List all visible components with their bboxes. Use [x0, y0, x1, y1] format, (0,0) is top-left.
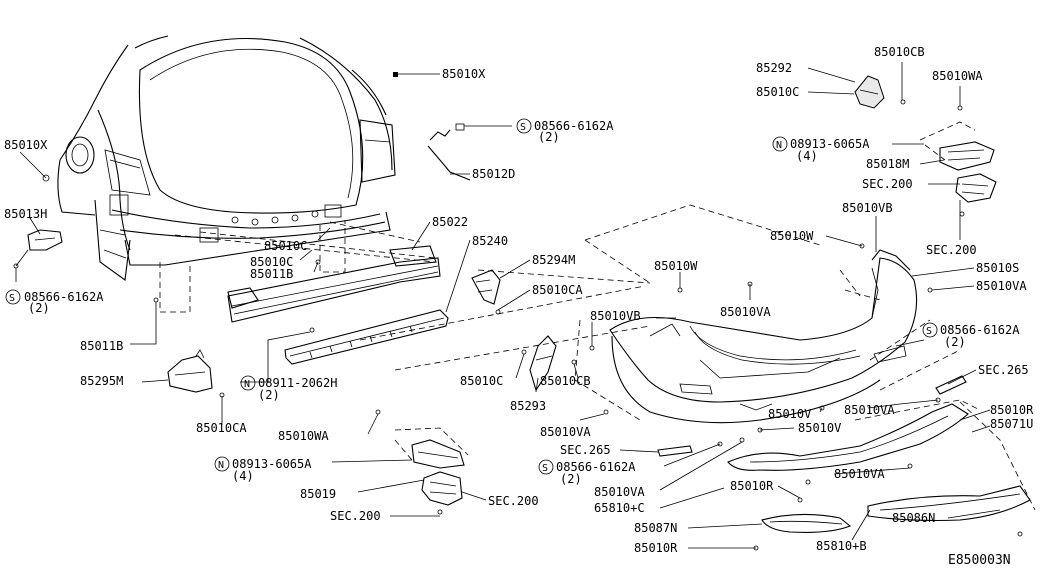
label-85293: 85293 — [510, 399, 546, 413]
symbol-n: N — [244, 379, 250, 390]
reinforcement-85022 — [227, 245, 441, 323]
label-qty: (2) — [538, 130, 560, 144]
label-85010va: 85010VA — [844, 403, 895, 417]
label-85010va: 85010VA — [594, 485, 645, 499]
label-85010wa: 85010WA — [932, 69, 983, 83]
label-08913-6065a: 08913-6065A — [232, 457, 312, 471]
label-85018m: 85018M — [866, 157, 909, 171]
label-85010v: 85010V — [768, 407, 811, 421]
reflector-left — [657, 445, 693, 457]
label-85292: 85292 — [756, 61, 792, 75]
label-65810-c: 65810+C — [594, 501, 645, 515]
label-85010v: 85010V — [798, 421, 841, 435]
label-85010r: 85010R — [730, 479, 774, 493]
label-85010r: 85010R — [990, 403, 1034, 417]
symbol-s: S — [926, 326, 932, 337]
bumper-fascia — [359, 204, 961, 424]
diffuser-85071u — [727, 399, 1036, 511]
label-08566-6162a: 08566-6162A — [556, 460, 636, 474]
label-85012d: 85012D — [472, 167, 515, 181]
label-85010c: 85010C — [756, 85, 799, 99]
label-85010ca: 85010CA — [196, 421, 247, 435]
label-85010w: 85010W — [654, 259, 698, 273]
label-08913-6065a: 08913-6065A — [790, 137, 870, 151]
bracket-85018m — [919, 121, 997, 203]
bracket-85295m — [167, 349, 213, 393]
label-85010vb: 85010VB — [590, 309, 641, 323]
label-85013h: 85013H — [4, 207, 47, 221]
label-85010w: 85010W — [770, 229, 814, 243]
label-85022: 85022 — [432, 215, 468, 229]
fasteners — [13, 72, 1023, 551]
label-85086n: 85086N — [892, 511, 935, 525]
label-85010c: 85010C — [460, 374, 503, 388]
label-qty: (4) — [232, 469, 254, 483]
label-85010va: 85010VA — [720, 305, 771, 319]
label-85010cb: 85010CB — [540, 374, 591, 388]
label-85010va: 85010VA — [976, 279, 1027, 293]
label-85010ca: 85010CA — [532, 283, 583, 297]
label-sec265: SEC.265 — [560, 443, 611, 457]
label-85294m: 85294M — [532, 253, 575, 267]
bracket-85294m — [471, 269, 501, 305]
label-85010x: 85010X — [442, 67, 486, 81]
label-85010va: 85010VA — [834, 467, 885, 481]
label-85010wa: 85010WA — [278, 429, 329, 443]
vehicle-body-outline — [57, 35, 436, 313]
label-sec200: SEC.200 — [488, 494, 539, 508]
bracket-85013h — [27, 229, 63, 251]
label-sec200: SEC.200 — [330, 509, 381, 523]
absorber-85240 — [284, 309, 449, 365]
label-sec200: SEC.200 — [926, 243, 977, 257]
label-85810-b: 85810+B — [816, 539, 867, 553]
reflector-right — [935, 375, 967, 395]
label-08911-2062h: 08911-2062H — [258, 376, 337, 390]
label-85010va: 85010VA — [540, 425, 591, 439]
label-08566-6162a: 08566-6162A — [940, 323, 1020, 337]
label-85019: 85019 — [300, 487, 336, 501]
molding-85087n — [761, 513, 852, 533]
harness-85012d — [427, 123, 471, 181]
label-08566-6162a: 08566-6162A — [24, 290, 104, 304]
label-85011b: 85011B — [250, 267, 293, 281]
label-08566-6162a: 08566-6162A — [534, 119, 614, 133]
part-labels: 85010X 85010X 08566-6162A (2) 85012D 850… — [4, 45, 1034, 568]
label-qty: (2) — [258, 388, 280, 402]
label-85295m: 85295M — [80, 374, 123, 388]
symbol-s: S — [542, 463, 548, 474]
label-qty: (2) — [944, 335, 966, 349]
diagram-id: E850003N — [948, 553, 1011, 568]
label-sec200: SEC.200 — [862, 177, 913, 191]
label-85010x: 85010X — [4, 138, 48, 152]
bracket-85019 — [394, 427, 469, 506]
label-85011b: 85011B — [80, 339, 123, 353]
symbol-n: N — [218, 460, 224, 471]
label-85071u: 85071U — [990, 417, 1033, 431]
label-85010s: 85010S — [976, 261, 1019, 275]
label-85010vb: 85010VB — [842, 201, 893, 215]
label-sec265: SEC.265 — [978, 363, 1029, 377]
label-85010r: 85010R — [634, 541, 678, 555]
label-85010c: 85010C — [250, 255, 293, 269]
label-qty: (2) — [560, 472, 582, 486]
symbol-s: S — [9, 293, 15, 304]
label-qty: (2) — [28, 301, 50, 315]
symbol-circles: S S N N N S S — [5, 118, 938, 475]
label-85010cb: 85010CB — [874, 45, 925, 59]
label-85087n: 85087N — [634, 521, 677, 535]
label-qty: (4) — [796, 149, 818, 163]
label-85010c: 85010C — [264, 239, 307, 253]
molding-85086n — [867, 485, 1031, 522]
symbol-n: N — [776, 140, 782, 151]
label-85240: 85240 — [472, 234, 508, 248]
symbol-s: S — [520, 122, 526, 133]
leader-lines — [15, 62, 1001, 549]
bracket-85292 — [854, 75, 885, 109]
